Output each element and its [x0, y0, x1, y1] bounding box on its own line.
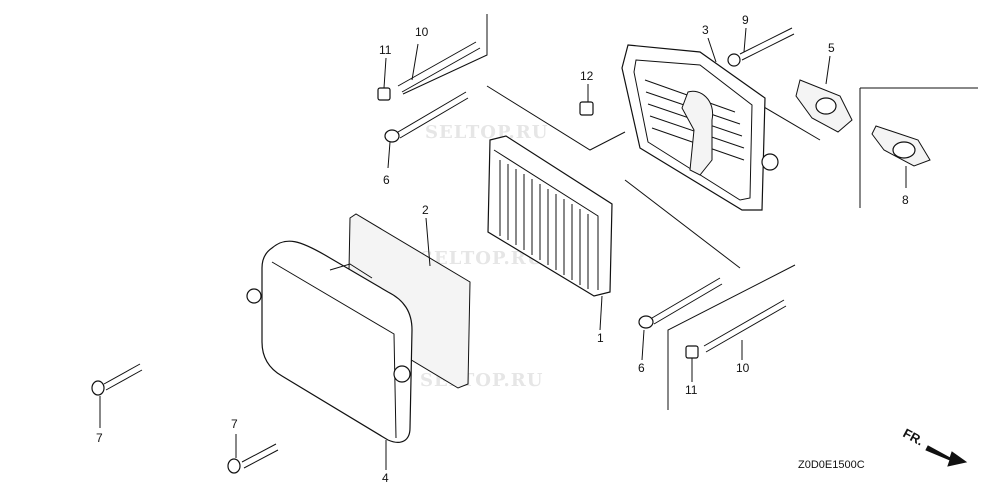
watermark-1: SELTOP.RU — [425, 122, 548, 143]
callout-2: 2 — [422, 203, 429, 217]
watermark-2: SELTOP.RU — [420, 248, 543, 269]
callout-11-bottom: 11 — [685, 383, 698, 397]
callout-6-top: 6 — [383, 173, 390, 187]
air-filter-element — [487, 135, 613, 297]
callout-6-bottom: 6 — [638, 361, 645, 375]
callout-numbers: 10 11 6 12 3 9 5 8 2 1 6 10 11 7 7 4 — [96, 13, 909, 485]
callout-3: 3 — [702, 23, 709, 37]
callout-9: 9 — [742, 13, 749, 27]
callout-11-top: 11 — [379, 43, 392, 57]
leader-lines — [99, 27, 907, 470]
callout-7-left: 7 — [96, 431, 103, 445]
gasket-8 — [871, 125, 931, 167]
air-cleaner-cover — [246, 240, 413, 443]
callout-10-bottom: 10 — [736, 361, 750, 375]
front-label: FR. — [901, 425, 927, 448]
callout-10-top: 10 — [415, 25, 429, 39]
callout-1: 1 — [597, 331, 604, 345]
front-direction-indicator: FR. — [901, 425, 968, 467]
callout-7-bottom: 7 — [231, 417, 238, 431]
callout-4: 4 — [382, 471, 389, 485]
callout-12: 12 — [580, 69, 594, 83]
fasteners — [91, 27, 795, 474]
diagram-code: Z0D0E1500C — [798, 459, 865, 471]
front-arrow-icon — [925, 445, 968, 467]
gasket-5 — [795, 79, 853, 133]
air-cleaner-case — [621, 44, 779, 211]
callout-8: 8 — [902, 193, 909, 207]
callout-5: 5 — [828, 41, 835, 55]
